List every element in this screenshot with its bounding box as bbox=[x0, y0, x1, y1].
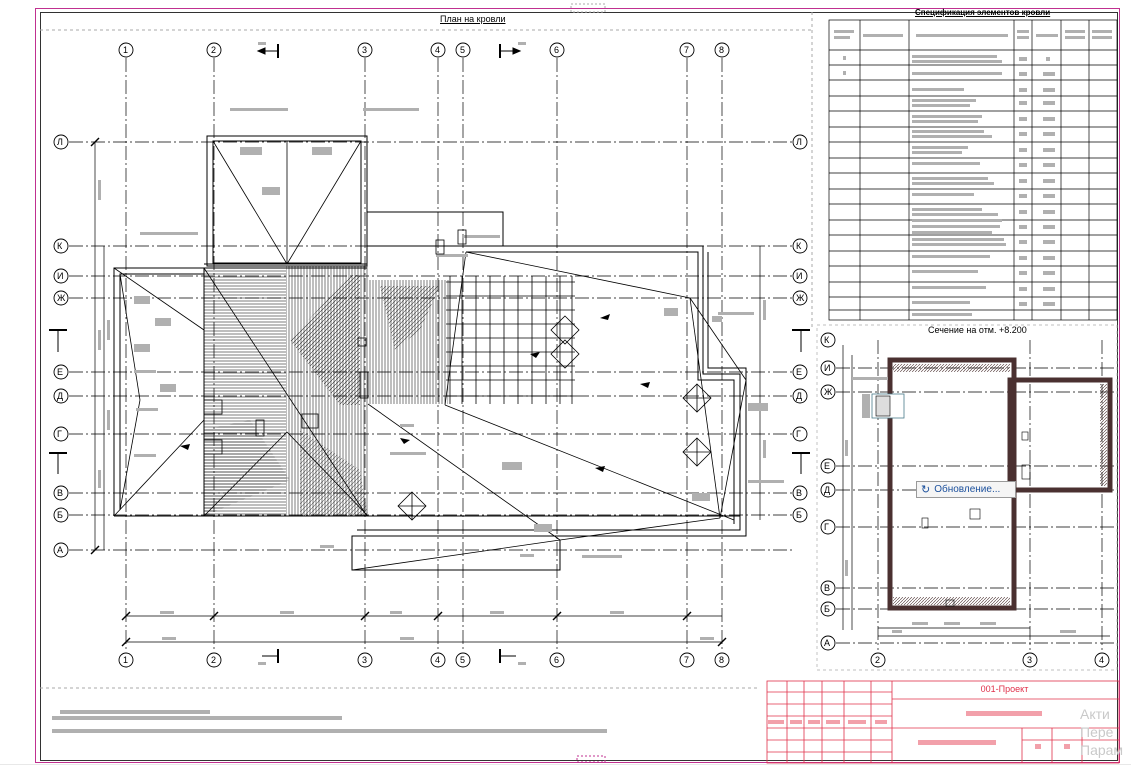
section-title: Сечение на отм. +8.200 bbox=[928, 325, 1027, 335]
axis-label: 6 bbox=[554, 655, 560, 665]
axis-label: 5 bbox=[460, 45, 466, 55]
axis-label: Л bbox=[796, 137, 802, 147]
section-axis-label: И bbox=[824, 363, 831, 373]
project-code: 001-Проект bbox=[980, 684, 1029, 694]
axis-label: 8 bbox=[719, 655, 725, 665]
axis-label: Ж bbox=[796, 293, 805, 303]
refresh-icon: ↻ bbox=[921, 484, 931, 496]
section-axis-label: Д bbox=[824, 485, 831, 495]
axis-label: 6 bbox=[554, 45, 560, 55]
axis-label: Д bbox=[796, 391, 803, 401]
axis-label: Е bbox=[57, 367, 64, 377]
axis-label: 2 bbox=[211, 45, 217, 55]
axis-label: 7 bbox=[684, 655, 690, 665]
watermark-line: Парам bbox=[1080, 742, 1124, 758]
axis-label: 8 bbox=[719, 45, 725, 55]
plan-title: План на кровли bbox=[440, 14, 506, 24]
section-axis-label: В bbox=[824, 583, 831, 593]
section-axis-label: Б bbox=[824, 604, 830, 614]
axis-label: 3 bbox=[362, 655, 368, 665]
section-axis-label: Ж bbox=[824, 387, 833, 397]
updating-text: Обновление... bbox=[934, 484, 1001, 495]
axis-label: Б bbox=[57, 510, 63, 520]
watermark-line: Акти bbox=[1080, 706, 1110, 722]
axis-label: 1 bbox=[123, 45, 129, 55]
spec-table bbox=[828, 19, 1118, 321]
axis-label: Е bbox=[796, 367, 803, 377]
axis-label: 7 bbox=[684, 45, 690, 55]
pergola bbox=[446, 276, 575, 404]
axis-label: В bbox=[57, 488, 64, 498]
section-axis-label: Г bbox=[824, 522, 829, 532]
axis-label: И bbox=[57, 271, 64, 281]
spec-title: Спецификация элементов кровли bbox=[915, 8, 1051, 17]
axis-label: 4 bbox=[435, 45, 441, 55]
axis-label: 2 bbox=[211, 655, 217, 665]
axis-label: К bbox=[796, 241, 802, 251]
axis-label: Б bbox=[796, 510, 802, 520]
activation-watermark: Акти Пере Парам bbox=[1080, 705, 1131, 765]
axis-label: Г bbox=[796, 429, 801, 439]
axis-label: 5 bbox=[460, 655, 466, 665]
axis-label: 3 bbox=[362, 45, 368, 55]
axis-label: Д bbox=[57, 391, 64, 401]
section-axis-label: Е bbox=[824, 461, 831, 471]
axis-label: 4 bbox=[435, 655, 441, 665]
watermark-line: Пере bbox=[1080, 724, 1114, 740]
title-block bbox=[766, 680, 1120, 764]
axis-label: Л bbox=[57, 137, 63, 147]
axis-label: 1 bbox=[123, 655, 129, 665]
updating-status: ↻ Обновление... bbox=[916, 481, 1016, 498]
axis-label: А bbox=[57, 545, 64, 555]
section-axis-label: 2 bbox=[875, 655, 881, 665]
section-axis-label: 3 bbox=[1027, 655, 1033, 665]
section-axis-label: 4 bbox=[1099, 655, 1105, 665]
section-axis-label: А bbox=[824, 638, 831, 648]
hatched-roof bbox=[204, 266, 450, 516]
axis-label: В bbox=[796, 488, 803, 498]
section-axis-label: К bbox=[824, 335, 830, 345]
axis-label: Ж bbox=[57, 293, 66, 303]
axis-label: Г bbox=[57, 429, 62, 439]
axis-label: К bbox=[57, 241, 63, 251]
plan-grid bbox=[69, 58, 792, 652]
axis-label: И bbox=[796, 271, 803, 281]
section-view bbox=[816, 324, 1118, 671]
